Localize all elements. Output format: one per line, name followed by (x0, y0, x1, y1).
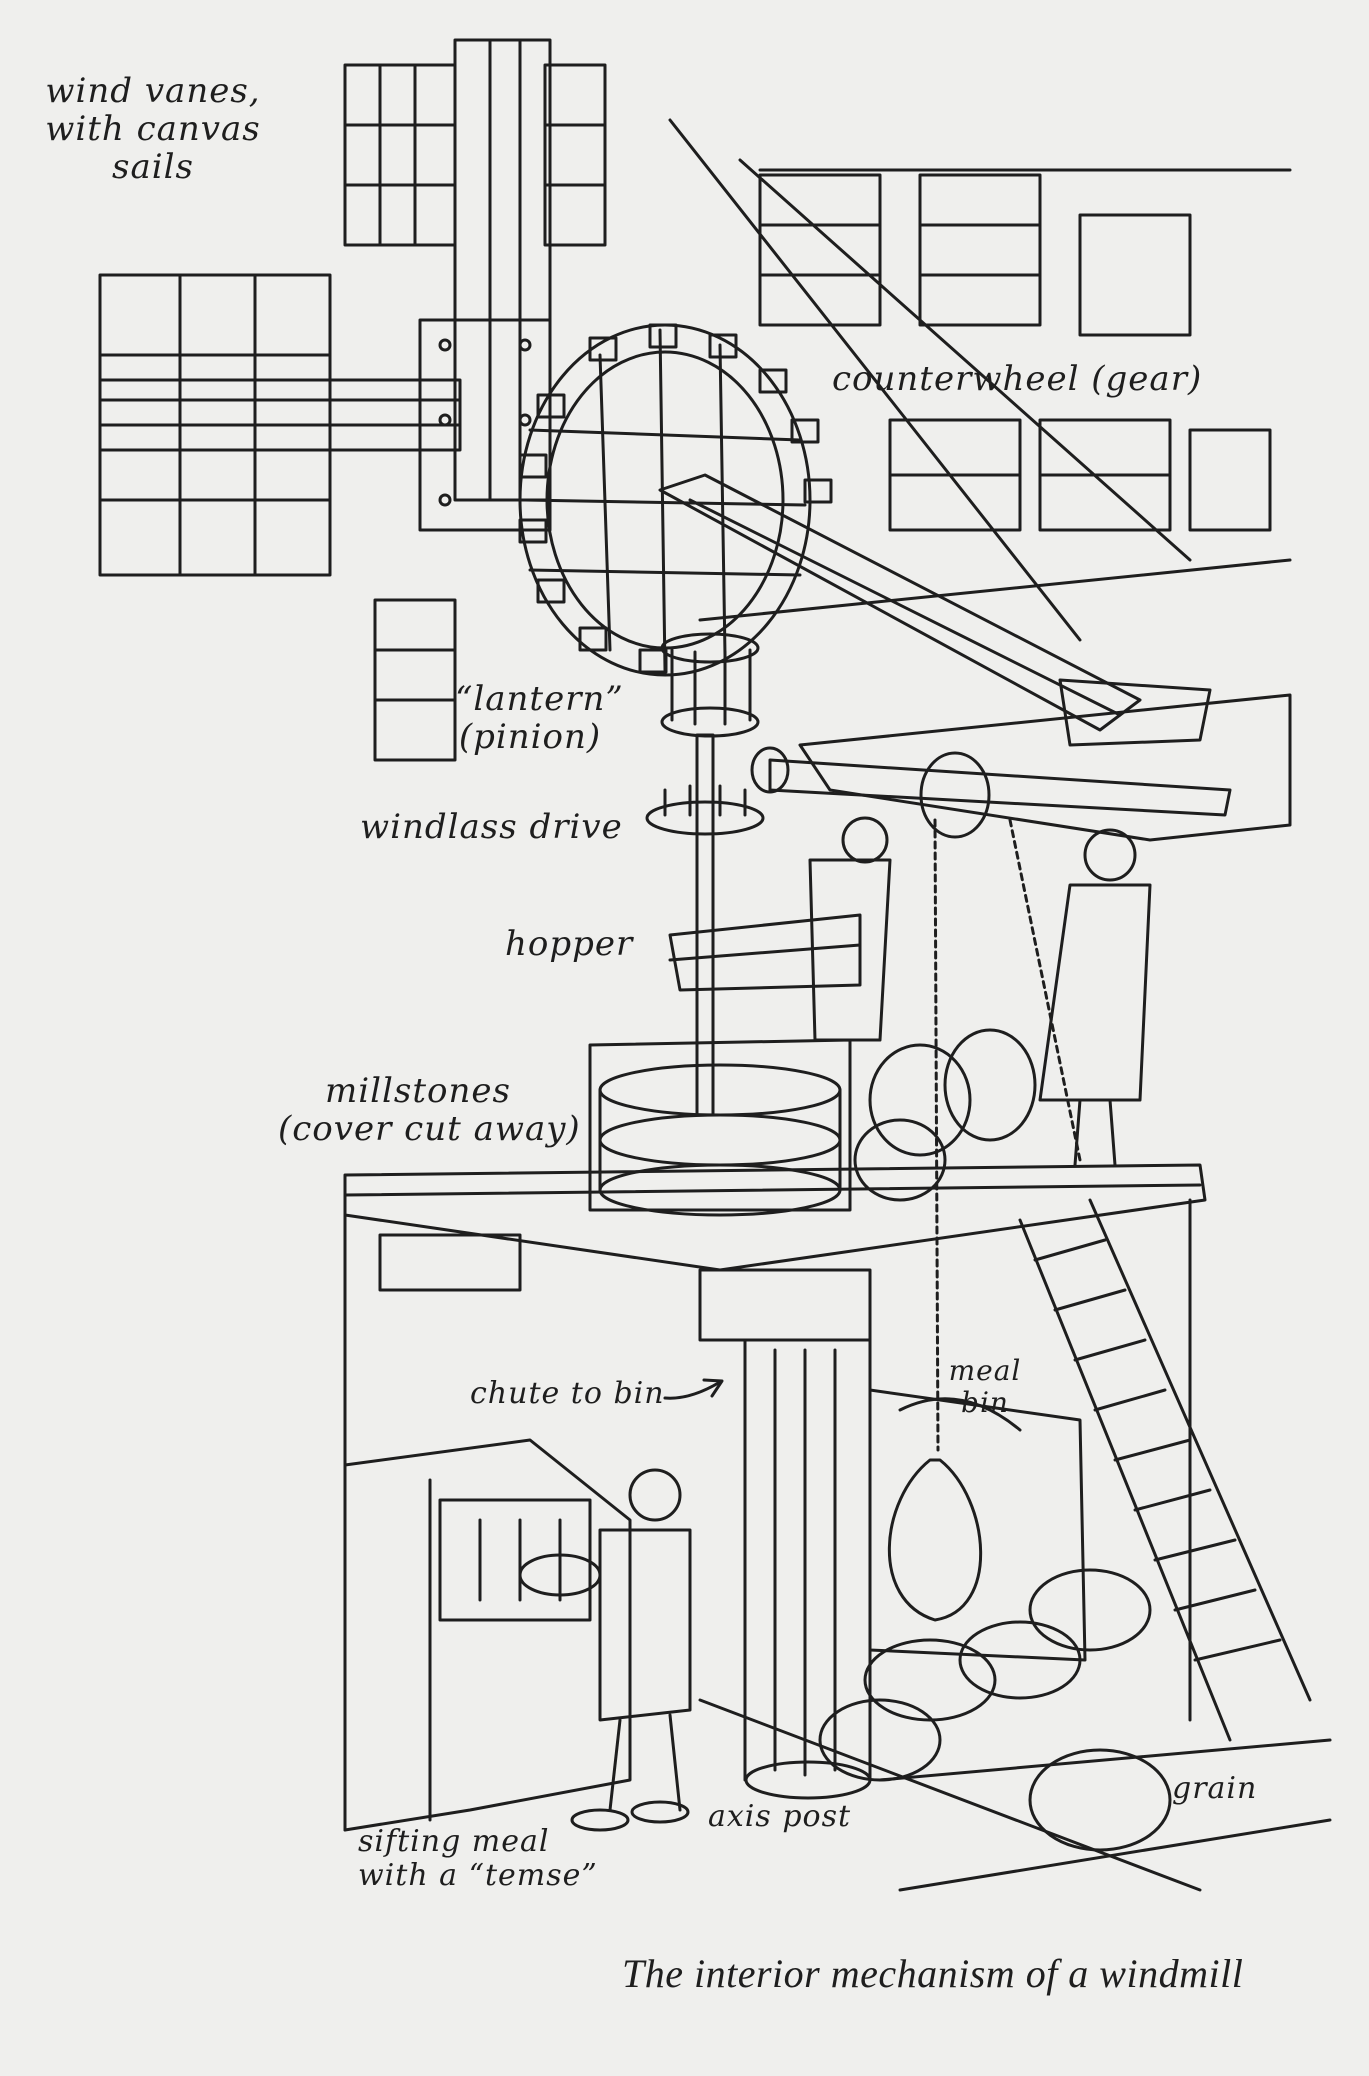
label-millstones-line-2: (cover cut away) (278, 1109, 581, 1149)
label-windlass-drive: windlass drive (360, 807, 623, 847)
label-wind-vanes-line-3: sails (112, 147, 194, 187)
label-sifting-line-1: sifting meal (358, 1824, 550, 1859)
label-axis-post: axis post (708, 1799, 852, 1834)
counterwheel-gear (518, 323, 833, 677)
hopper (668, 913, 862, 992)
label-counterwheel: counterwheel (gear) (832, 359, 1203, 399)
label-meal-bin-line-1: meal (948, 1354, 1022, 1387)
lantern-pinion (660, 632, 760, 738)
sifting-bench (343, 1438, 632, 1832)
label-sifting-meal: sifting meal with a “temse” (358, 1825, 598, 1893)
axis-post (743, 1338, 872, 1800)
label-chute-to-bin: chute to bin (470, 1376, 665, 1411)
ladder (1018, 1198, 1312, 1742)
label-millstones: millstones (cover cut away) (278, 1071, 581, 1149)
roof-planks (668, 118, 1292, 642)
label-meal-bin-line-2: bin (961, 1386, 1009, 1419)
grain-sacks-upper (853, 1028, 1037, 1202)
label-grain: grain (1172, 1771, 1258, 1806)
figure-caption: The interior mechanism of a windmill (622, 1951, 1244, 1996)
millers-on-platform (808, 816, 1152, 1167)
miller-sifting (518, 1468, 692, 1832)
windlass-drive (645, 693, 1292, 1117)
chute-arrow (663, 1378, 724, 1400)
label-sifting-line-2: with a “temse” (358, 1858, 598, 1893)
floor-boards (698, 1698, 1332, 1892)
label-hopper: hopper (505, 924, 634, 964)
label-wind-vanes-line-2: with canvas (45, 109, 261, 149)
label-lantern-line-2: (pinion) (458, 717, 602, 757)
label-lantern-line-1: “lantern” (455, 679, 624, 719)
label-lantern-pinion: “lantern” (pinion) (455, 679, 624, 757)
meal-bin (868, 1388, 1087, 1662)
label-meal-bin: meal bin (945, 1355, 1025, 1419)
grain-sacks-floor (818, 1568, 1172, 1852)
wind-vane-sails (98, 38, 607, 762)
label-wind-vanes-line-1: wind vanes, (45, 71, 261, 111)
label-wind-vanes: wind vanes, with canvas sails (28, 72, 278, 186)
label-millstones-line-1: millstones (325, 1071, 511, 1111)
brake-beam (658, 473, 1212, 747)
hanging-meal-sack (887, 1458, 983, 1622)
